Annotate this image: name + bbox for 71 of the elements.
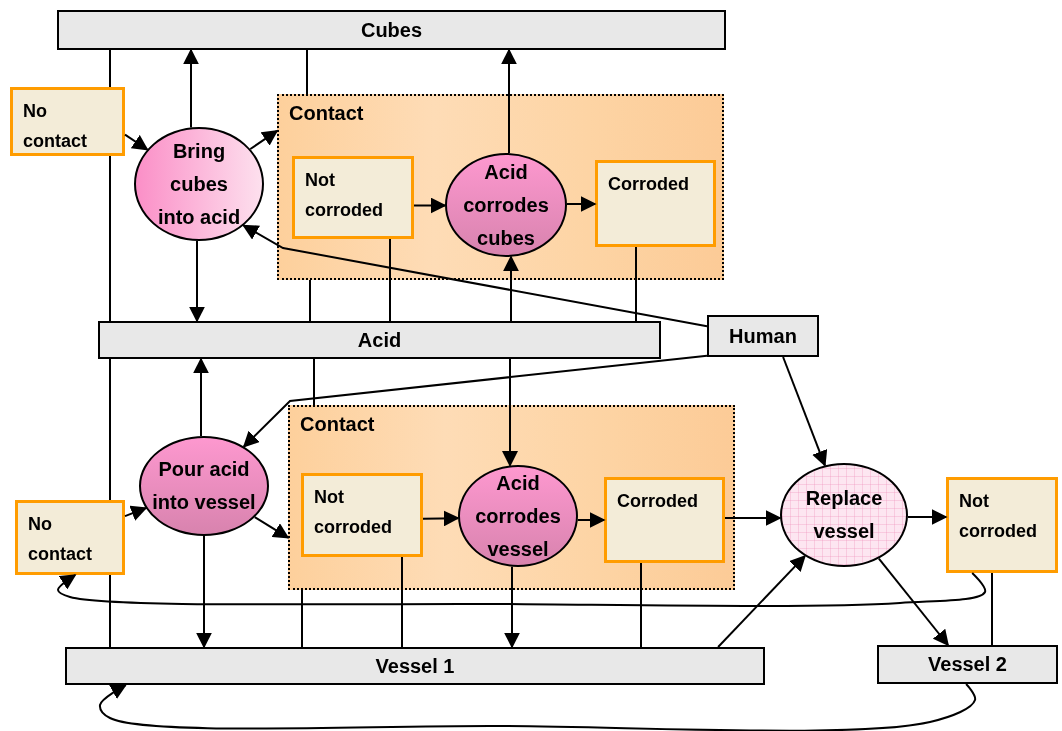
- arrow: [242, 354, 708, 448]
- node-label: No contact: [23, 100, 88, 153]
- arrow: [576, 512, 606, 528]
- arrow: [413, 197, 447, 214]
- node-label: Vessel 1: [375, 654, 455, 678]
- region-label: Contact: [289, 102, 364, 125]
- connector-line: [309, 279, 311, 322]
- connector-line: [109, 155, 111, 322]
- arrow: [724, 510, 782, 526]
- arrow: [189, 239, 205, 323]
- arrow: [253, 516, 290, 539]
- node-label: Acid corrodes vessel: [474, 470, 562, 562]
- arrow: [782, 356, 828, 467]
- node-label: Human: [729, 324, 797, 348]
- connector-line: [109, 358, 111, 501]
- entity-bar: [65, 647, 765, 685]
- state-box: [15, 500, 125, 575]
- node-label: Bring cubes into acid: [156, 138, 242, 230]
- node-label: Not corroded: [305, 169, 384, 222]
- connector-line: [306, 49, 308, 95]
- arrow: [193, 357, 209, 438]
- state-box: [10, 87, 125, 156]
- arrow: [504, 565, 520, 649]
- connector-line: [109, 574, 111, 648]
- node-label: Acid corrodes cubes: [462, 159, 550, 251]
- region-label: Contact: [300, 413, 375, 436]
- node-label: Not corroded: [959, 490, 1038, 543]
- arrow: [503, 255, 519, 322]
- node-label: Pour acid into vessel: [151, 457, 257, 515]
- arrow: [183, 48, 199, 129]
- node-label: Acid: [357, 328, 402, 352]
- node-label: No contact: [28, 513, 93, 566]
- arrow: [422, 510, 460, 527]
- connector-line: [313, 358, 315, 406]
- node-label: Cubes: [360, 18, 423, 42]
- arrow: [906, 509, 948, 525]
- state-box: [301, 473, 423, 557]
- state-box: [292, 156, 414, 239]
- node-label: Not corroded: [314, 486, 393, 539]
- actor-box: [707, 315, 819, 357]
- state-region: [288, 405, 735, 590]
- node-label: Corroded: [608, 173, 690, 196]
- connector-line: [389, 238, 391, 322]
- arrow: [124, 133, 149, 151]
- entity-bar: [877, 645, 1058, 684]
- connector-line: [109, 49, 111, 88]
- arrow: [57, 572, 987, 607]
- node-label: Replace vessel: [804, 486, 884, 544]
- connector-line: [301, 589, 303, 648]
- arrow: [717, 554, 806, 648]
- arrow: [124, 505, 148, 521]
- arrow: [502, 358, 518, 468]
- state-box: [595, 160, 716, 247]
- arrow: [249, 129, 279, 151]
- arrow: [877, 557, 949, 647]
- entity-bar: [57, 10, 726, 50]
- entity-bar: [98, 321, 661, 359]
- state-region: [277, 94, 724, 280]
- connector-line: [635, 246, 637, 322]
- node-label: Corroded: [617, 490, 699, 513]
- connector-line: [640, 562, 642, 648]
- state-box: [604, 477, 725, 563]
- arrow: [242, 224, 708, 328]
- arrow: [98, 683, 977, 731]
- node-label: Vessel 2: [928, 653, 1007, 676]
- arrow: [566, 196, 597, 212]
- connector-line: [991, 572, 993, 646]
- connector-line: [401, 556, 403, 648]
- arrow: [501, 48, 517, 155]
- state-box: [946, 477, 1058, 573]
- arrow: [196, 535, 212, 649]
